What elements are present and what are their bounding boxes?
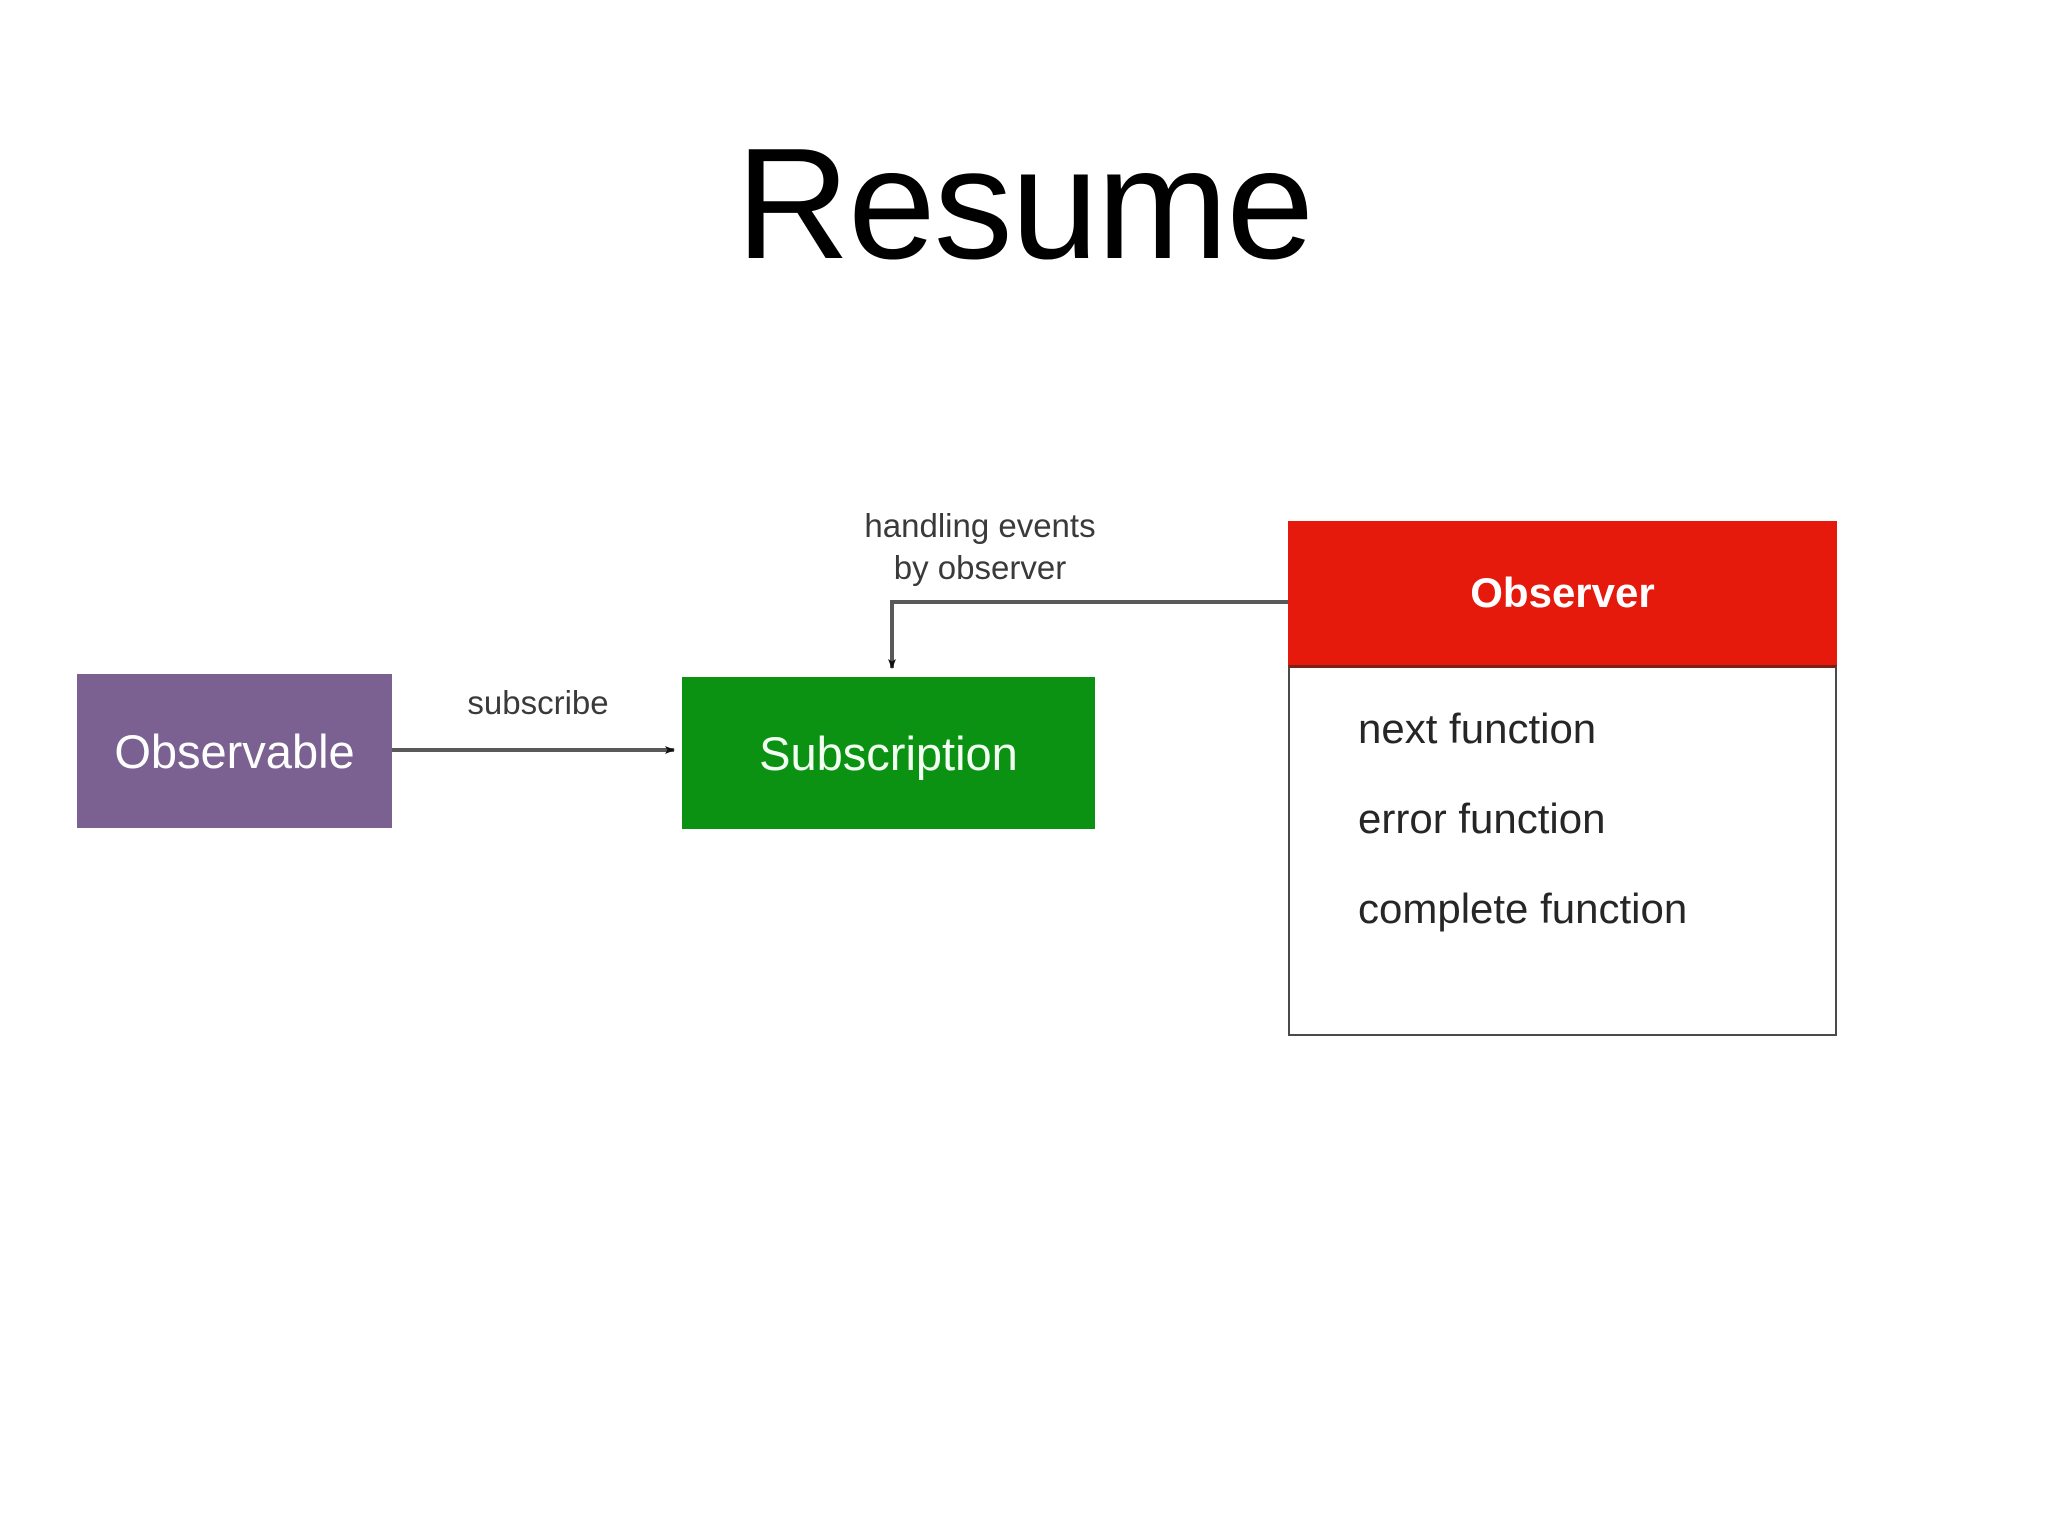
node-observable[interactable]: Observable [77,674,392,828]
list-item: complete function [1358,885,1688,932]
edge-label-subscribe: subscribe [467,684,609,721]
node-subscription[interactable]: Subscription [682,677,1095,829]
edge-label-handling-events-line1: handling events [864,507,1096,544]
page-title: Resume [735,116,1314,292]
edge-label-handling-events-line2: by observer [893,549,1067,587]
list-item: next function [1358,705,1597,752]
node-observer-body: next function error function complete fu… [1288,665,1837,1036]
edge-label-handling-events: handling events by observer [790,505,1170,589]
node-observable-label: Observable [114,724,355,778]
node-observer[interactable]: Observer next function error function co… [1288,521,1837,1036]
node-observer-header-label: Observer [1470,569,1655,616]
list-item: error function [1358,795,1606,842]
node-subscription-label: Subscription [759,726,1018,780]
node-observer-header: Observer [1288,521,1837,665]
observer-function-list: next function error function complete fu… [1358,708,1687,978]
edge-observer-to-subscription [888,600,1288,669]
